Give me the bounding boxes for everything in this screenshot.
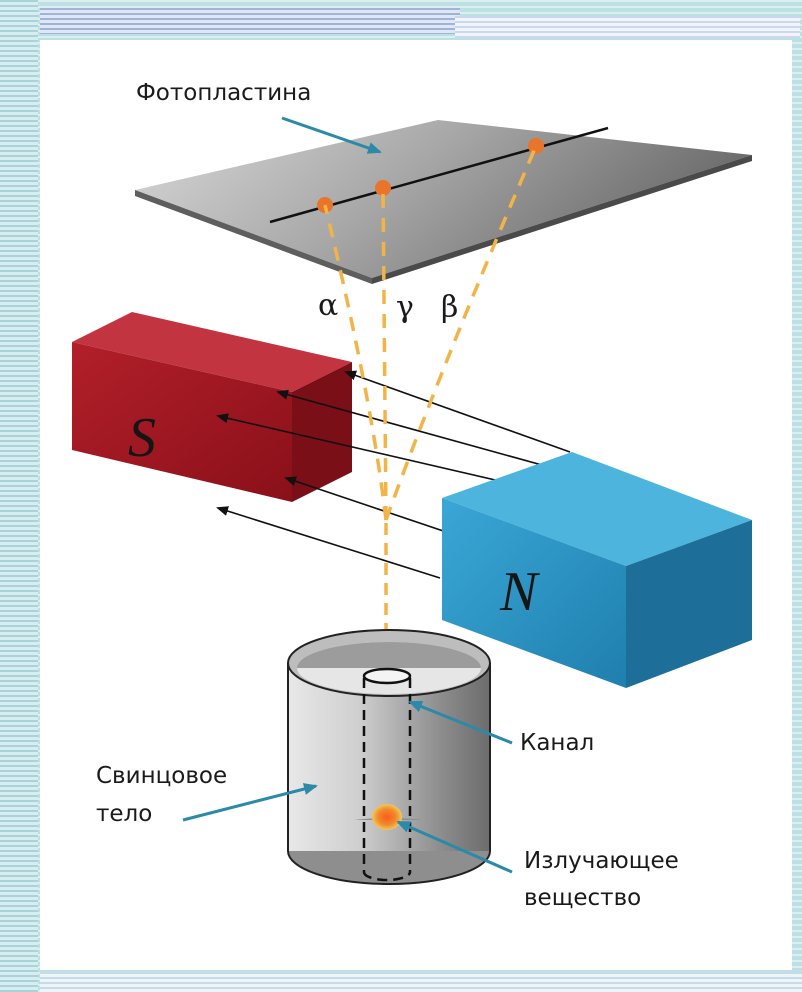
channel-pointer-arrow (408, 700, 513, 745)
photoplate (135, 120, 752, 284)
alpha-ray (323, 204, 388, 521)
emitter-label-line1: Излучающее (524, 848, 679, 874)
top-decor-stripe-right (455, 16, 800, 38)
gamma-label: γ (396, 290, 414, 325)
photoplate-pointer-arrow (281, 116, 382, 154)
alpha-label: α (318, 288, 339, 323)
top-decor-stripe (40, 8, 460, 34)
left-decor-stripe (0, 0, 38, 992)
beta-label: β (441, 290, 459, 325)
magnetic-field-lines (216, 370, 571, 579)
lead-body-pointer-arrow (182, 783, 318, 822)
gamma-spot (375, 180, 391, 196)
south-magnet (72, 312, 352, 502)
south-pole-label: S (128, 407, 156, 469)
north-pole-label: N (500, 561, 538, 623)
beta-ray (384, 145, 538, 521)
channel-opening (362, 667, 412, 685)
bottom-decor-stripe (40, 972, 802, 992)
channel-label: Канал (520, 730, 595, 756)
gamma-ray (381, 189, 388, 521)
emitter-pointer-arrow (396, 820, 513, 874)
lead-body-label-line1: Свинцовое (96, 763, 228, 789)
beta-spot (528, 138, 544, 154)
lead-body-label-line2: тело (96, 801, 153, 827)
north-magnet (442, 452, 752, 688)
radioactive-source (372, 804, 402, 830)
lead-cylinder (287, 629, 491, 885)
photoplate-label: Фотопластина (136, 80, 312, 106)
emitter-label-line2: вещество (524, 885, 642, 911)
